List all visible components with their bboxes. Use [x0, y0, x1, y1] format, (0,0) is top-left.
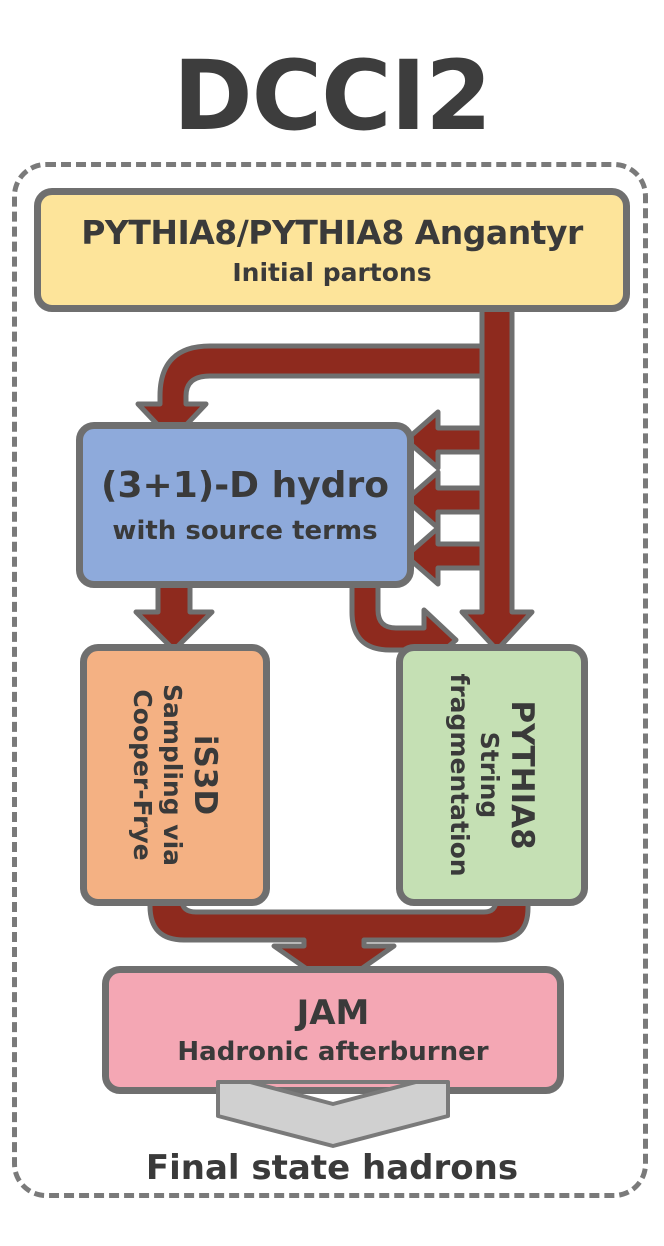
jam-box: JAM Hadronic afterburner [102, 966, 564, 1094]
diagram-title: DCCI2 [172, 40, 492, 152]
chevron-down-icon [216, 1080, 450, 1148]
arrow-source-3 [403, 525, 485, 587]
arrow-hydro-to-pythia8 [349, 567, 459, 671]
final-state-label: Final state hadrons [145, 1148, 519, 1188]
arrow-merge-to-jam [147, 877, 531, 991]
initial-box-title: PYTHIA8/PYTHIA8 Angantyr [81, 213, 583, 252]
initial-box-subtitle: Initial partons [232, 258, 432, 287]
dashed-frame [12, 162, 648, 1198]
hydro-box-subtitle: with source terms [112, 515, 378, 546]
arrow-source-2 [403, 469, 485, 531]
jam-box-subtitle: Hadronic afterburner [177, 1037, 489, 1067]
arrow-initial-to-pythia8 [459, 281, 535, 653]
arrow-source-1 [403, 409, 485, 471]
jam-box-title: JAM [296, 993, 370, 1033]
hydro-box-title: (3+1)-D hydro [101, 464, 389, 506]
pythia8-box: PYTHIA8 String fragmentation [396, 644, 588, 906]
hydro-box: (3+1)-D hydro with source terms [76, 422, 414, 588]
initial-partons-box: PYTHIA8/PYTHIA8 Angantyr Initial partons [34, 188, 630, 312]
is3d-box: iS3D Sampling via Cooper-Frye [80, 644, 270, 906]
